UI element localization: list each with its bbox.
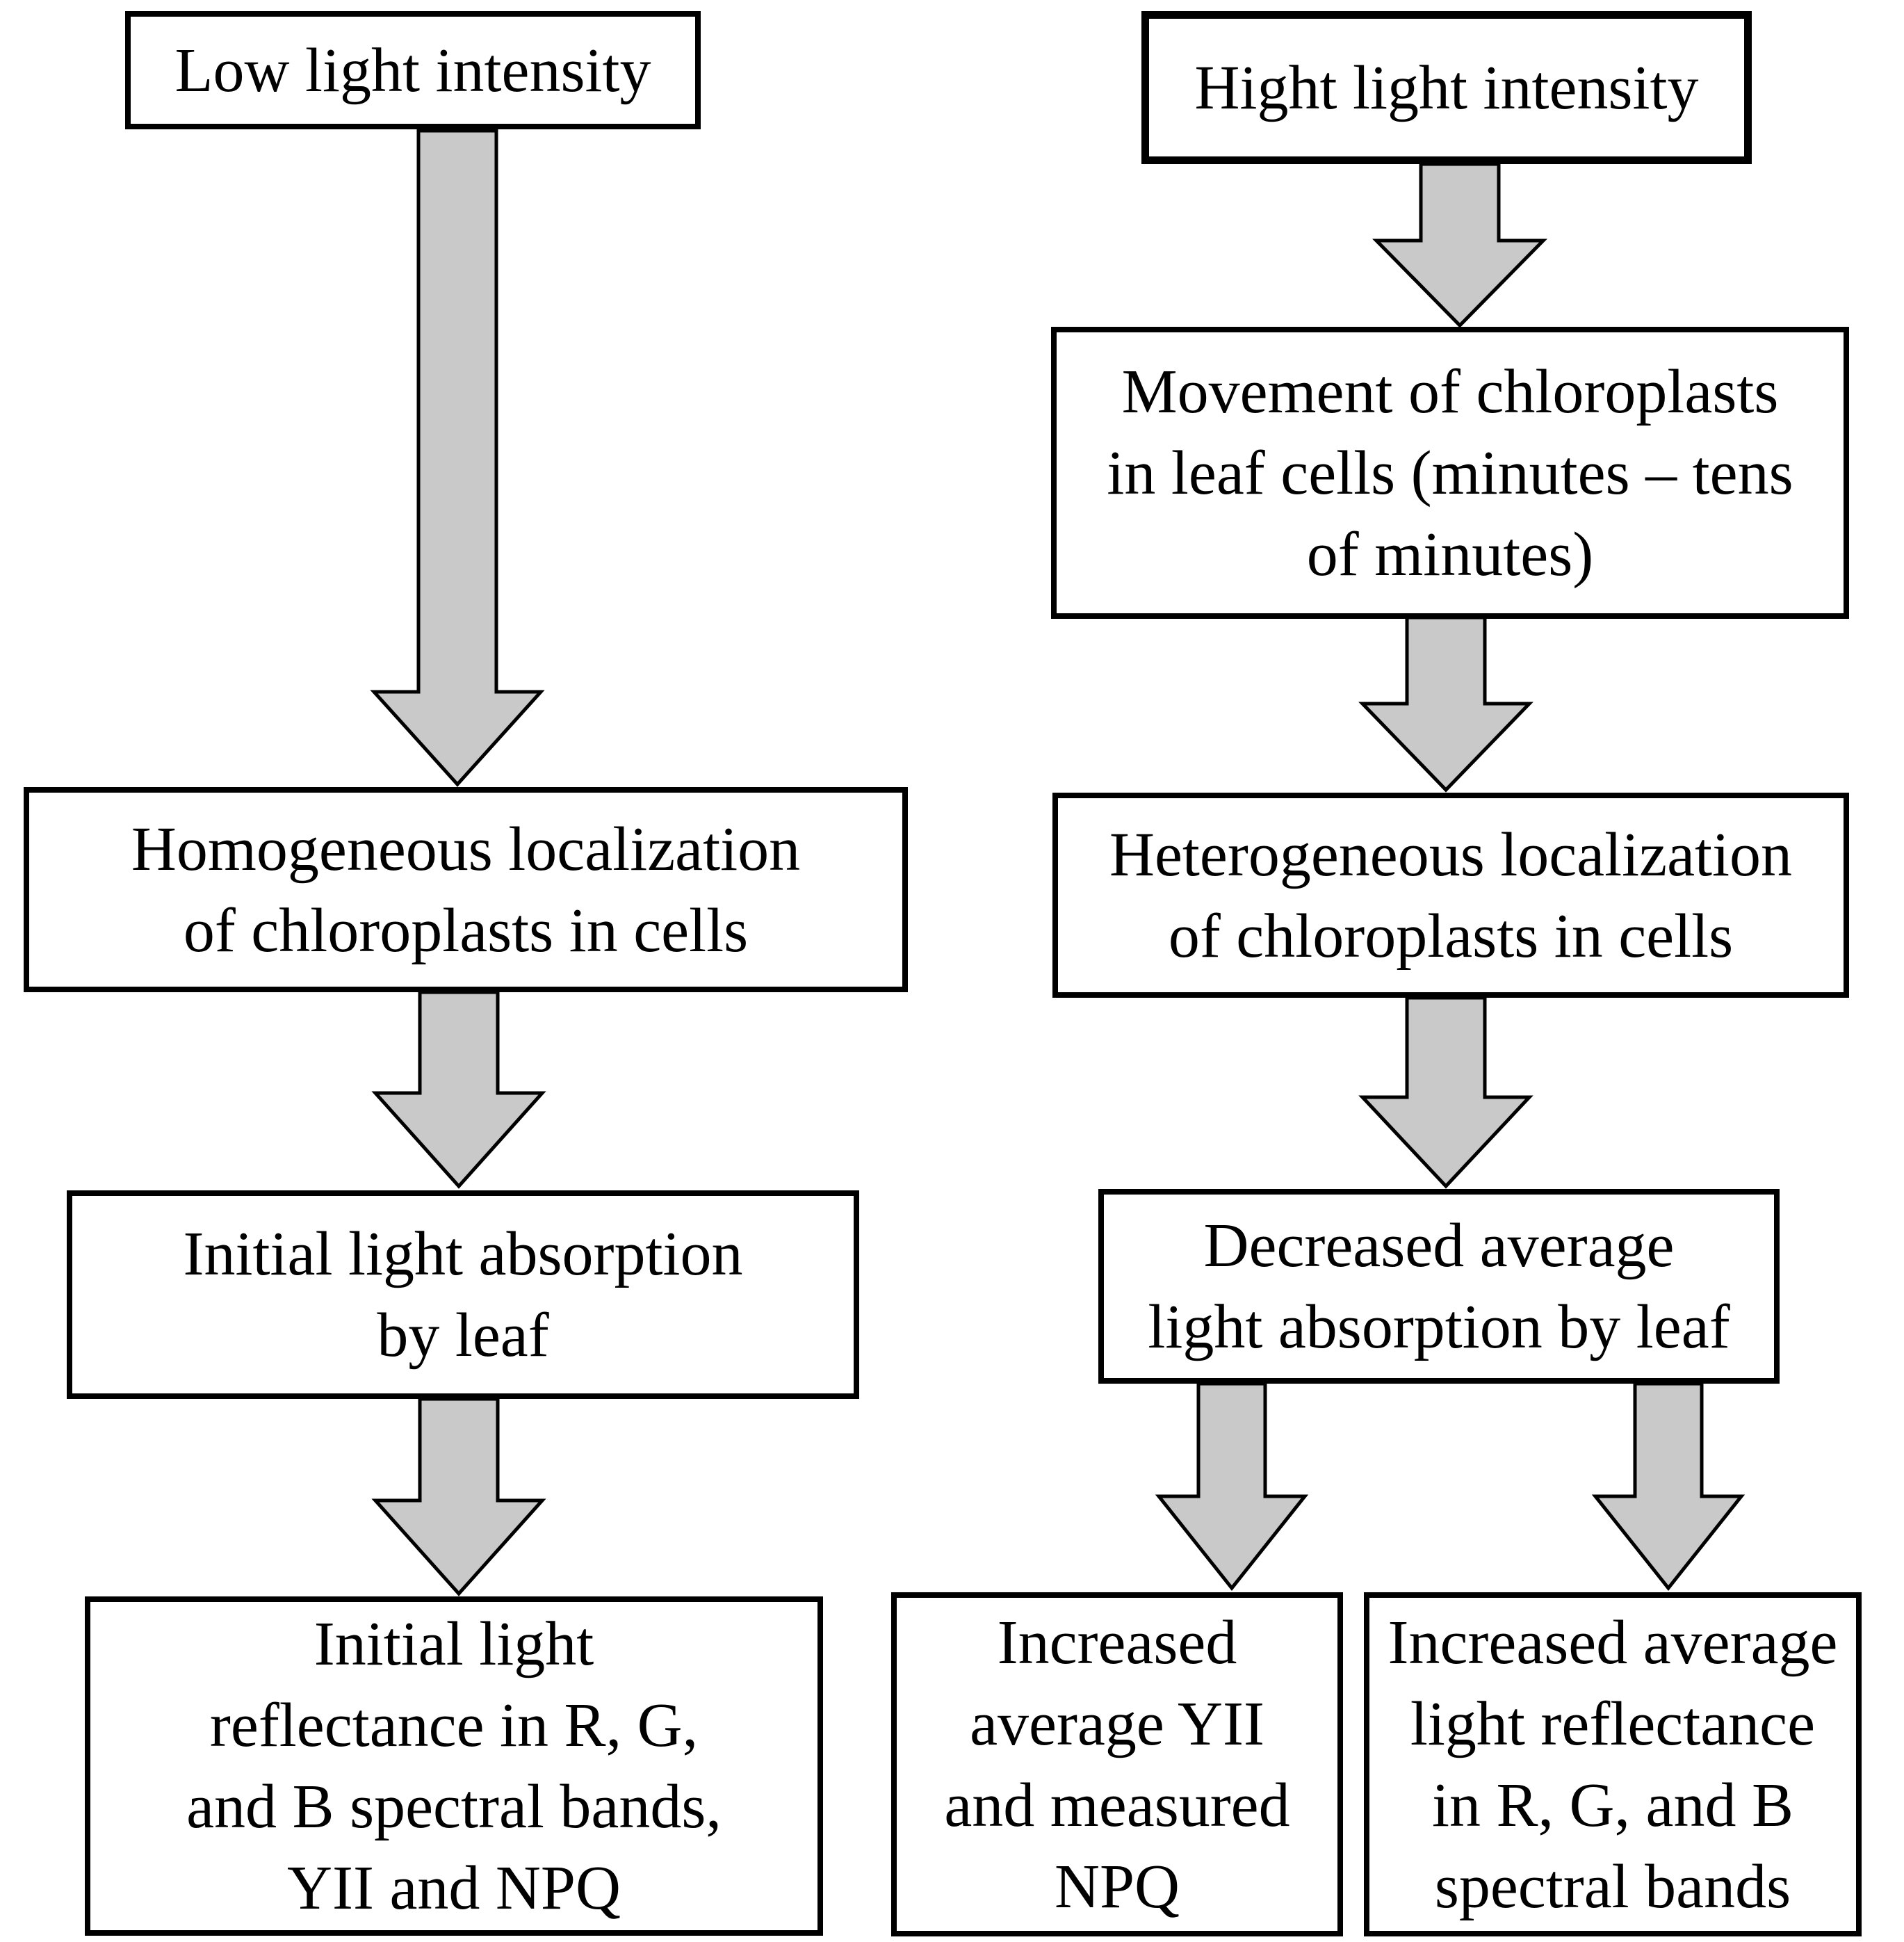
- box-decreased-average-absorption: Decreased average light absorption by le…: [1098, 1189, 1780, 1384]
- box-heterogeneous-localization: Heterogeneous localization of chloroplas…: [1052, 793, 1849, 998]
- box-initial-light-reflectance: Initial light reflectance in R, G, and B…: [85, 1596, 823, 1936]
- arrow-homogeneous-to-absorption: [371, 990, 546, 1189]
- arrow-low-to-homogeneous: [370, 129, 545, 787]
- box-low-light-intensity: Low light intensity: [125, 11, 701, 129]
- arrow-absorption-to-reflectance: [371, 1397, 546, 1596]
- box-initial-light-absorption: Initial light absorption by leaf: [67, 1190, 859, 1399]
- arrow-decreased-to-reflectance: [1591, 1382, 1746, 1592]
- arrow-movement-to-heterogeneous: [1358, 615, 1533, 793]
- box-homogeneous-localization: Homogeneous localization of chloroplasts…: [24, 787, 908, 992]
- arrow-decreased-to-yii: [1155, 1382, 1309, 1592]
- box-movement-of-chloroplasts: Movement of chloroplasts in leaf cells (…: [1051, 327, 1849, 619]
- box-hight-light-intensity: Hight light intensity: [1141, 11, 1752, 164]
- box-increased-average-reflectance: Increased average light reflectance in R…: [1364, 1592, 1862, 1936]
- arrow-hight-to-movement: [1372, 162, 1547, 328]
- box-increased-average-yii-npq: Increased average YII and measured NPQ: [891, 1592, 1343, 1936]
- arrow-heterogeneous-to-decreased: [1358, 996, 1533, 1189]
